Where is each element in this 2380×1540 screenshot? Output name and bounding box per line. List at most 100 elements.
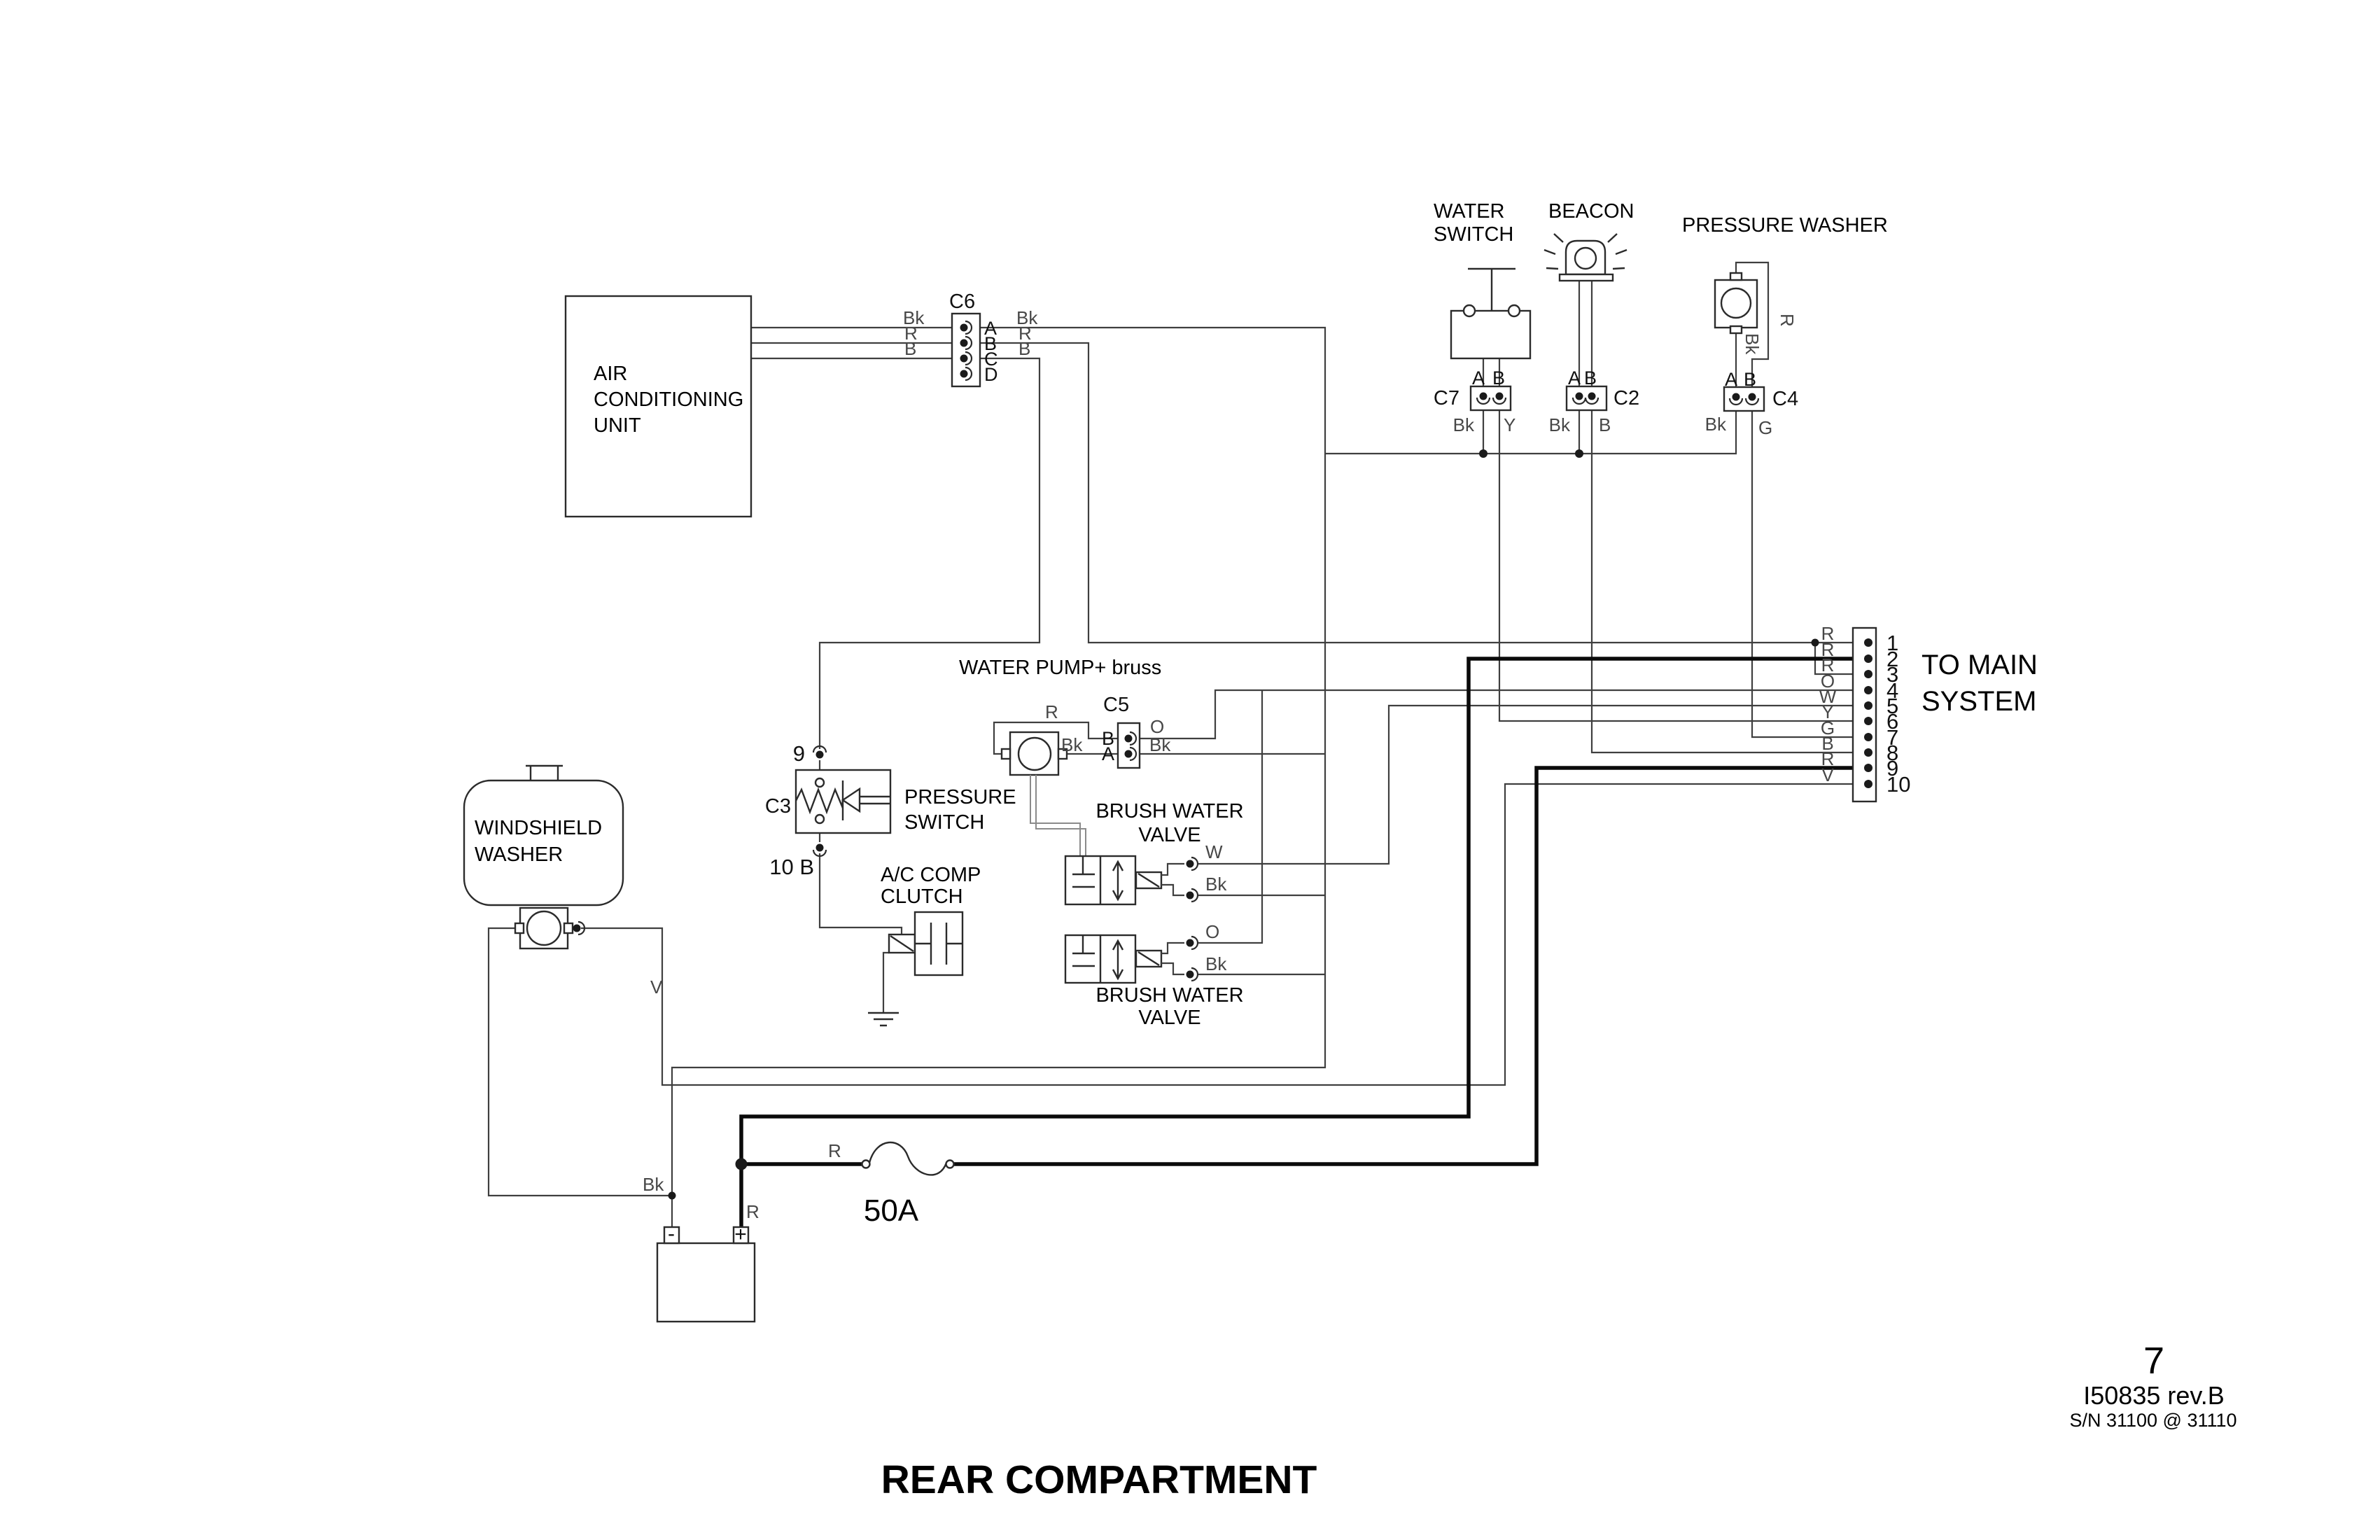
brush-water-valve-1: BRUSH WATER VALVE W Bk: [1064, 800, 1244, 906]
ms-num-1: 1: [1886, 631, 1898, 655]
c5-name: C5: [1103, 694, 1129, 716]
valve1-wire-bk: Bk: [1205, 874, 1227, 895]
fuse-labels: R 50A: [828, 1140, 919, 1228]
fuse-symbol: [861, 1141, 955, 1176]
valve2-wire-bk: Bk: [1205, 953, 1227, 974]
pressure-washer: PRESSURE WASHER R Bk A B C4 Bk G: [1682, 214, 1888, 438]
ac-unit-label-1: AIR: [594, 363, 627, 385]
main-system-connector: R R R O W Y G B R V 1 2 3 4 5 6 7 8 9 10…: [1819, 623, 2038, 803]
water-pump-label: WATER PUMP+ bruss: [959, 657, 1161, 679]
pressure-washer-label: PRESSURE WASHER: [1682, 214, 1888, 237]
c4-pin-a: A: [1725, 369, 1737, 390]
serial-range: S/N 31100 @ 31110: [2069, 1410, 2236, 1431]
ms-num-8: 8: [1886, 741, 1898, 765]
c7-name: C7: [1434, 387, 1460, 410]
pressure-switch-label-1: PRESSURE: [904, 786, 1016, 808]
titles: 7 I50835 rev.B S/N 31100 @ 31110 REAR CO…: [881, 1340, 2237, 1502]
c6-pin-a: A: [984, 318, 997, 339]
ps-terminal-10b: 10 B: [769, 855, 814, 879]
ms-color-1: R: [1821, 623, 1835, 644]
c4-name: C4: [1772, 388, 1798, 410]
valve2-wire-o: O: [1205, 921, 1219, 942]
pw-wire-bk: Bk: [1742, 333, 1763, 355]
ac-unit-box: AIR CONDITIONING UNIT: [564, 295, 752, 518]
battery-minus: -: [668, 1222, 675, 1245]
fuse-rating: 50A: [864, 1194, 919, 1228]
c3-name: C3: [765, 795, 791, 818]
doc-number: I50835 rev.B: [2083, 1381, 2224, 1410]
c6-name: C6: [949, 290, 975, 313]
power-wires: [739, 657, 1868, 1227]
ms-num-3: 3: [1886, 662, 1898, 687]
c5-pin-a: A: [1102, 743, 1114, 764]
c5-pin-b: B: [1102, 728, 1114, 749]
c6-right-bk: Bk: [1016, 307, 1038, 328]
ms-num-4: 4: [1886, 678, 1898, 703]
ms-color-7: G: [1821, 718, 1835, 738]
ms-num-5: 5: [1886, 694, 1898, 718]
water-pump: WATER PUMP+ bruss R Bk C5 B A O Bk: [959, 657, 1171, 856]
ms-color-9: R: [1821, 748, 1835, 769]
brush-water-valve-2: O Bk BRUSH WATER VALVE: [1064, 921, 1244, 1029]
c6-left-r: R: [904, 323, 918, 344]
ms-num-6: 6: [1886, 709, 1898, 734]
pump-wire-r: R: [1045, 701, 1058, 722]
connector-c2: [1565, 385, 1608, 412]
c6-left-b: B: [904, 338, 916, 359]
washer-label-2: WASHER: [475, 844, 563, 866]
c4-pin-b: B: [1744, 369, 1756, 390]
ms-color-6: Y: [1821, 701, 1833, 722]
c5-wire-bk: Bk: [1149, 734, 1171, 755]
ms-num-2: 2: [1886, 647, 1898, 671]
connector-c5: [1116, 722, 1141, 769]
c4-wire-bk: Bk: [1705, 414, 1727, 435]
c7-pin-a: A: [1472, 368, 1485, 388]
c6-left-bk: Bk: [903, 307, 925, 328]
valve2-label-2: VALVE: [1138, 1007, 1200, 1029]
ms-color-5: W: [1819, 686, 1837, 707]
ac-clutch-label-2: CLUTCH: [881, 886, 963, 908]
c5-wire-o: O: [1150, 716, 1164, 737]
pressure-switch: 9 10 B C3 PRESSURE SWITCH: [765, 741, 1016, 879]
windshield-washer: WINDSHIELD WASHER V Bk: [463, 764, 664, 1195]
battery: - + R: [656, 1201, 760, 1323]
valve1-label-1: BRUSH WATER: [1096, 800, 1243, 822]
beacon-label: BEACON: [1548, 200, 1634, 223]
water-switch-label-2: SWITCH: [1434, 223, 1513, 246]
water-switch-label-1: WATER: [1434, 200, 1505, 223]
to-main-line1: TO MAIN: [1921, 650, 2038, 680]
c6-right-r: R: [1018, 323, 1032, 344]
ms-color-8: B: [1821, 733, 1833, 754]
junction-dots: [668, 449, 1819, 1200]
battery-wire-r: R: [746, 1201, 760, 1222]
ac-clutch-label-1: A/C COMP: [881, 864, 981, 886]
connector-c6: C6 A B C D Bk R B Bk R B: [903, 290, 1038, 388]
c2-wire-b: B: [1599, 414, 1611, 435]
valve2-label-1: BRUSH WATER: [1096, 984, 1243, 1007]
ms-num-7: 7: [1886, 725, 1898, 750]
diagram-title: REAR COMPARTMENT: [881, 1457, 1317, 1502]
valve1-wire-w: W: [1205, 841, 1223, 862]
pw-wire-r: R: [1777, 314, 1798, 327]
battery-plus: +: [734, 1223, 747, 1246]
ms-num-9: 9: [1886, 756, 1898, 780]
pressure-switch-label-2: SWITCH: [904, 811, 984, 834]
ps-terminal-9: 9: [793, 741, 805, 766]
pump-wire-bk: Bk: [1061, 734, 1083, 755]
valve1-label-2: VALVE: [1138, 824, 1200, 846]
beacon: BEACON A B C2 Bk B: [1544, 200, 1639, 435]
ground-icon: [868, 1011, 899, 1027]
page-number: 7: [2143, 1340, 2164, 1382]
ms-color-2: R: [1821, 639, 1835, 660]
ac-comp-clutch: A/C COMP CLUTCH: [868, 864, 981, 1027]
washer-label-1: WINDSHIELD: [475, 817, 602, 839]
c6-right-b: B: [1018, 338, 1030, 359]
connector-c4: [1723, 386, 1765, 412]
ac-unit-label-3: UNIT: [594, 414, 641, 437]
c4-wire-g: G: [1758, 417, 1772, 438]
wire-runs: [487, 261, 1868, 1227]
washer-wire-v: V: [650, 976, 663, 997]
ms-color-10: V: [1821, 764, 1834, 785]
